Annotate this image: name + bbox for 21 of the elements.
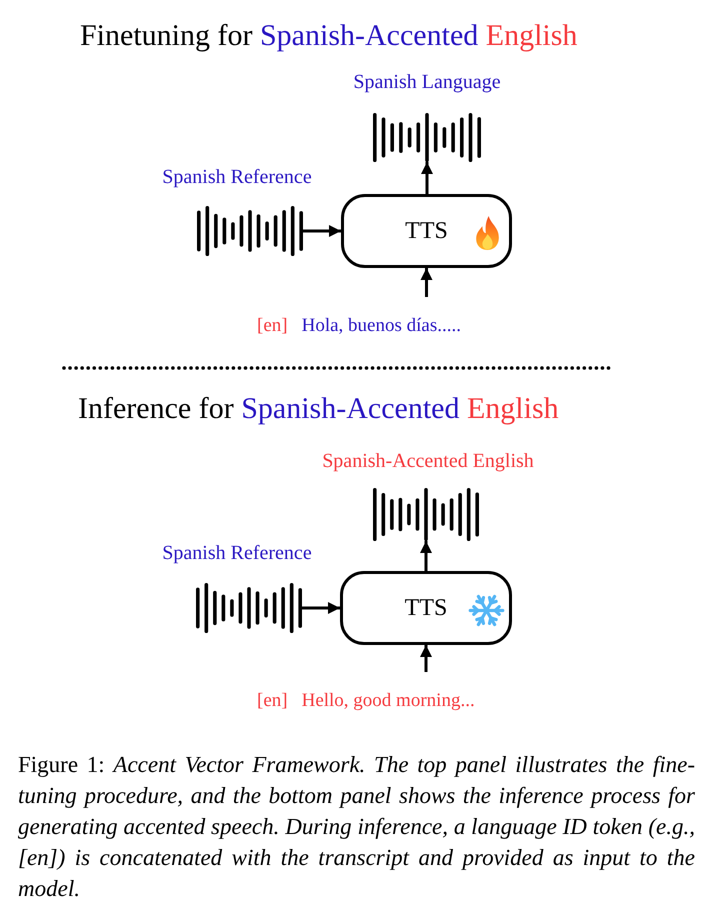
arrow xyxy=(420,268,432,297)
language-token: [en] xyxy=(257,690,288,712)
arrow xyxy=(421,162,433,194)
model-box xyxy=(340,571,512,645)
figure-caption: Figure 1: Accent Vector Framework. The top panel illustrates the fine-tuning procedure, and the bottom panel shows the inference process for generating accented speech. During inference, a language ID token (e.g., [en]) is concatenated with the transcript and provided as input to the model. xyxy=(18,751,695,903)
waveform-label: Spanish Reference xyxy=(162,166,312,188)
model-label: TTS xyxy=(404,594,448,622)
panel-title: Inference for Spanish-Accented English xyxy=(78,391,559,427)
waveform-label: Spanish-Accented English xyxy=(322,450,534,472)
language-token: [en] xyxy=(257,315,288,337)
transcript-text: Hello, good morning... xyxy=(302,690,475,712)
arrow xyxy=(302,602,340,614)
arrow xyxy=(303,225,341,237)
model-label: TTS xyxy=(405,217,448,245)
panel-title: Finetuning for Spanish-Accented English xyxy=(80,18,578,54)
arrow xyxy=(420,645,432,672)
model-box xyxy=(341,194,512,268)
arrow xyxy=(420,541,432,571)
transcript-text: Hola, buenos días..... xyxy=(302,315,461,337)
waveform-label: Spanish Language xyxy=(353,71,501,93)
waveform-label: Spanish Reference xyxy=(162,542,312,564)
